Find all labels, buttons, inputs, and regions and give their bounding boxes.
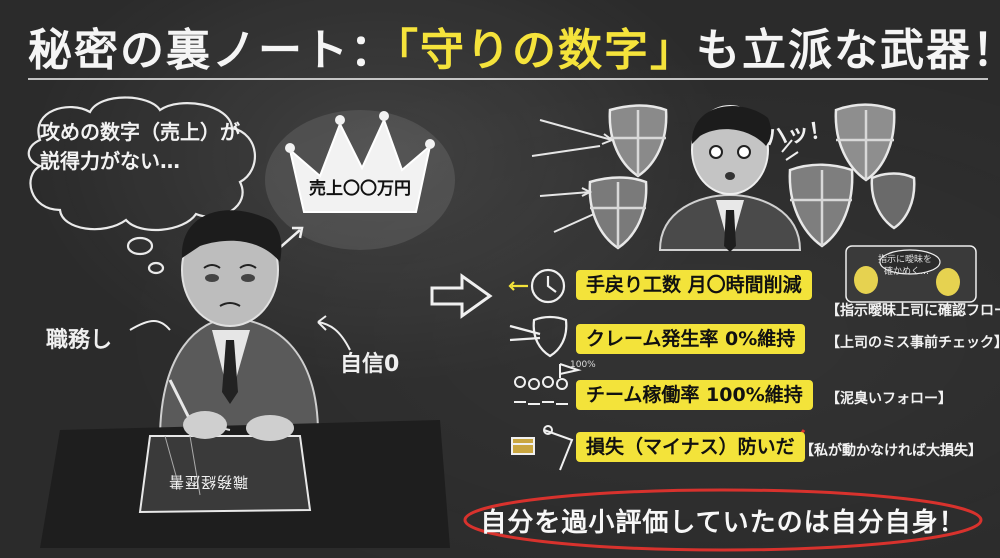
row-2-note: 【上司のミス事前チェック】 [826, 335, 1000, 351]
treasure-cliff-icon [511, 425, 574, 471]
thought-bubble [27, 96, 256, 275]
banner-text: 自分を過小評価していたのは自分自身！ [480, 508, 966, 538]
title-highlight: 「守りの数字」 [396, 25, 696, 76]
clock-icon [508, 268, 566, 304]
row-3-pill: チーム稼働率 100%維持 [576, 380, 813, 410]
row-2-pill: クレーム発生率 0%維持 [576, 324, 806, 354]
arrow-job [129, 320, 171, 331]
shield-target-icon [509, 315, 568, 358]
confidence-label: 自信0 [340, 352, 400, 377]
big-right-arrow [430, 273, 493, 319]
mini-bubble-line-2: 確かめく… [884, 267, 930, 277]
page-title: 秘密の裏ノート：「守りの数字」も立派な武器！ [28, 14, 1000, 78]
row-1-pill: 手戻り工数 月〇時間削減 [576, 270, 812, 300]
row-4-pill: 損失（マイナス）防いだ [576, 432, 805, 462]
crown-icon [265, 110, 455, 250]
resume-paper-label: 職務経歴書 [168, 473, 249, 491]
title-suffix: も立派な武器！ [696, 25, 1000, 76]
thought-bubble-text: 攻めの数字（売上）が 説得力がない… [40, 118, 250, 176]
row-3-note: 【泥臭いフォロー】 [826, 391, 952, 407]
crown-label: 売上〇〇万円 [309, 179, 411, 199]
mini-scene [845, 245, 977, 303]
shield-icons [588, 103, 916, 250]
job-label: 職務し [46, 328, 113, 353]
surprised-man [658, 105, 802, 252]
worried-man [158, 210, 320, 441]
mini-bubble-line-1: 指示に曖昧を [878, 255, 933, 265]
thought-line-2: 説得力がない… [40, 149, 180, 173]
mini-flag-text: 100% [570, 360, 596, 370]
team-flag-icon [514, 363, 582, 405]
title-prefix: 秘密の裏ノート： [28, 25, 396, 76]
desk [40, 379, 450, 548]
row-4-note: 【私が動かなければ大損失】 [800, 443, 982, 459]
banner-red-oval [463, 488, 983, 552]
incoming-arrows [531, 119, 615, 233]
thought-line-1: 攻めの数字（売上）が [40, 120, 240, 144]
conclusion-banner: 自分を過小評価していたのは自分自身！ [468, 492, 978, 548]
arrow-confidence [317, 321, 351, 351]
title-area: 秘密の裏ノート：「守りの数字」も立派な武器！ [28, 14, 1000, 80]
title-underline [28, 78, 988, 80]
row-1-note: 【指示曖昧上司に確認フロー】 [826, 303, 1000, 319]
